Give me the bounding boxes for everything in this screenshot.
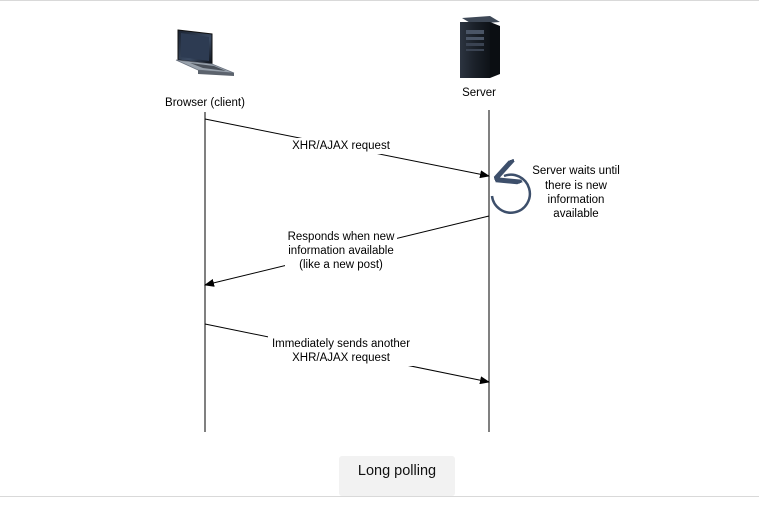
wait-text-line-3: information [548,194,605,206]
bottom-border [0,496,759,497]
resend-label-bg [268,335,414,366]
response-text-line-1: Responds when new [288,231,395,243]
server-label: Server [462,87,496,99]
client-label: Browser (client) [165,97,245,109]
caption-box [339,456,455,496]
request-label-bg [288,138,394,154]
wait-loop-icon [492,175,532,214]
caption: Long polling [357,463,437,479]
resend-text-line-2: XHR/AJAX request [292,352,391,364]
response-label-bg [285,229,397,272]
response-text-line-2: information available [288,245,393,257]
wait-text-line-4: available [553,208,598,220]
server-tower-icon [460,16,500,78]
wait-text-line-1: Server waits until [532,165,620,177]
request-label: XHR/AJAX request [292,140,391,152]
laptop-icon [175,29,235,76]
wait-text-line-2: there is new [545,180,608,192]
resend-text-line-1: Immediately sends another [272,338,410,350]
top-border [0,0,759,4]
response-text-line-3: (like a new post) [299,259,383,271]
